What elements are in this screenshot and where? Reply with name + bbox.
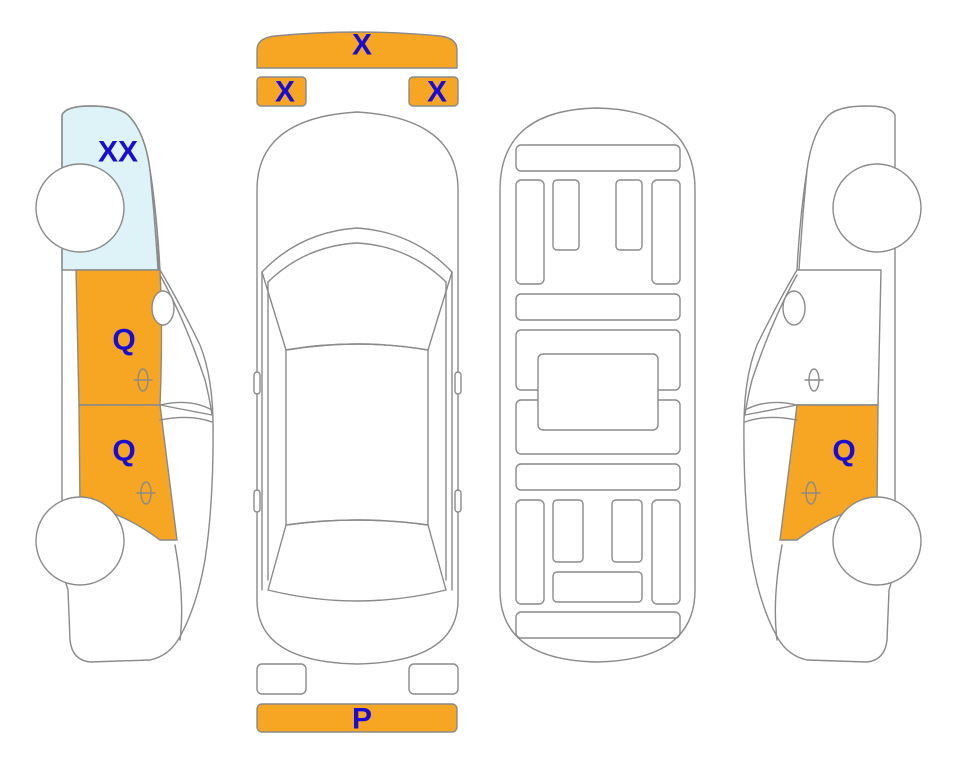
top-mirror-right [454,371,462,395]
right-body-outline [743,105,896,663]
right-pillar-line [798,169,808,271]
rear-bumper-panel[interactable] [256,703,458,733]
left-side-view: XX Q Q [35,105,214,663]
taillight-left [256,663,307,695]
mark-right-rear-door: Q [832,435,855,468]
left-rocker-line [174,544,183,641]
underbody-panel [515,144,681,172]
left-rear-wheel [35,496,125,586]
top-side-line-left [261,271,269,591]
left-body-outline [61,105,214,663]
left-front-door-handle [133,368,153,392]
mark-front-bumper: X [352,29,372,62]
mark-left-rear-door: Q [112,435,135,468]
underbody-panel [537,353,659,431]
underbody-panel [615,179,643,251]
left-front-wheel [35,163,125,253]
underbody-outline [499,107,696,663]
mark-left-windshield: XX [98,136,138,169]
underbody-panel [552,179,580,251]
underbody-panel [552,499,584,563]
right-front-wheel [832,163,922,253]
headlight-right-panel[interactable] [408,76,459,107]
taillight-right [408,663,459,695]
right-side-view: Q [743,105,922,663]
right-mirror [782,290,806,326]
mark-left-front-door: Q [112,324,135,357]
top-roof [285,343,429,526]
underbody-panel [515,611,681,639]
right-rear-wheel [832,496,922,586]
underbody-view [499,107,696,663]
right-window-line-2 [744,401,798,423]
top-rear-window [267,519,447,602]
left-mirror [151,290,175,326]
right-rocker-line [774,544,783,641]
top-body-outline [256,111,459,665]
left-rear-door-handle [136,481,156,505]
headlight-left-panel[interactable] [256,76,307,107]
top-windshield-inner [267,242,447,283]
right-front-door-handle [804,368,824,392]
front-bumper-panel[interactable] [256,31,458,69]
top-view: X X X P [253,29,462,736]
underbody-panel [651,499,681,605]
underbody-panel [515,463,681,491]
top-side-line-right [445,271,453,591]
underbody-panel [515,293,681,321]
mark-rear-bumper: P [352,703,372,736]
top-handle-left [253,489,261,513]
underbody-panel [552,571,643,603]
mark-headlight-right: X [427,76,447,109]
underbody-panel [651,179,681,285]
right-rear-door-handle [801,481,821,505]
left-window-line-2 [159,401,213,423]
underbody-panel [611,499,643,563]
underbody-panel [515,499,545,605]
left-pillar-line [149,169,159,271]
top-windshield [261,227,453,351]
underbody-panel [515,179,545,285]
mark-headlight-left: X [275,76,295,109]
top-mirror-left [253,371,261,395]
top-handle-right [454,489,462,513]
